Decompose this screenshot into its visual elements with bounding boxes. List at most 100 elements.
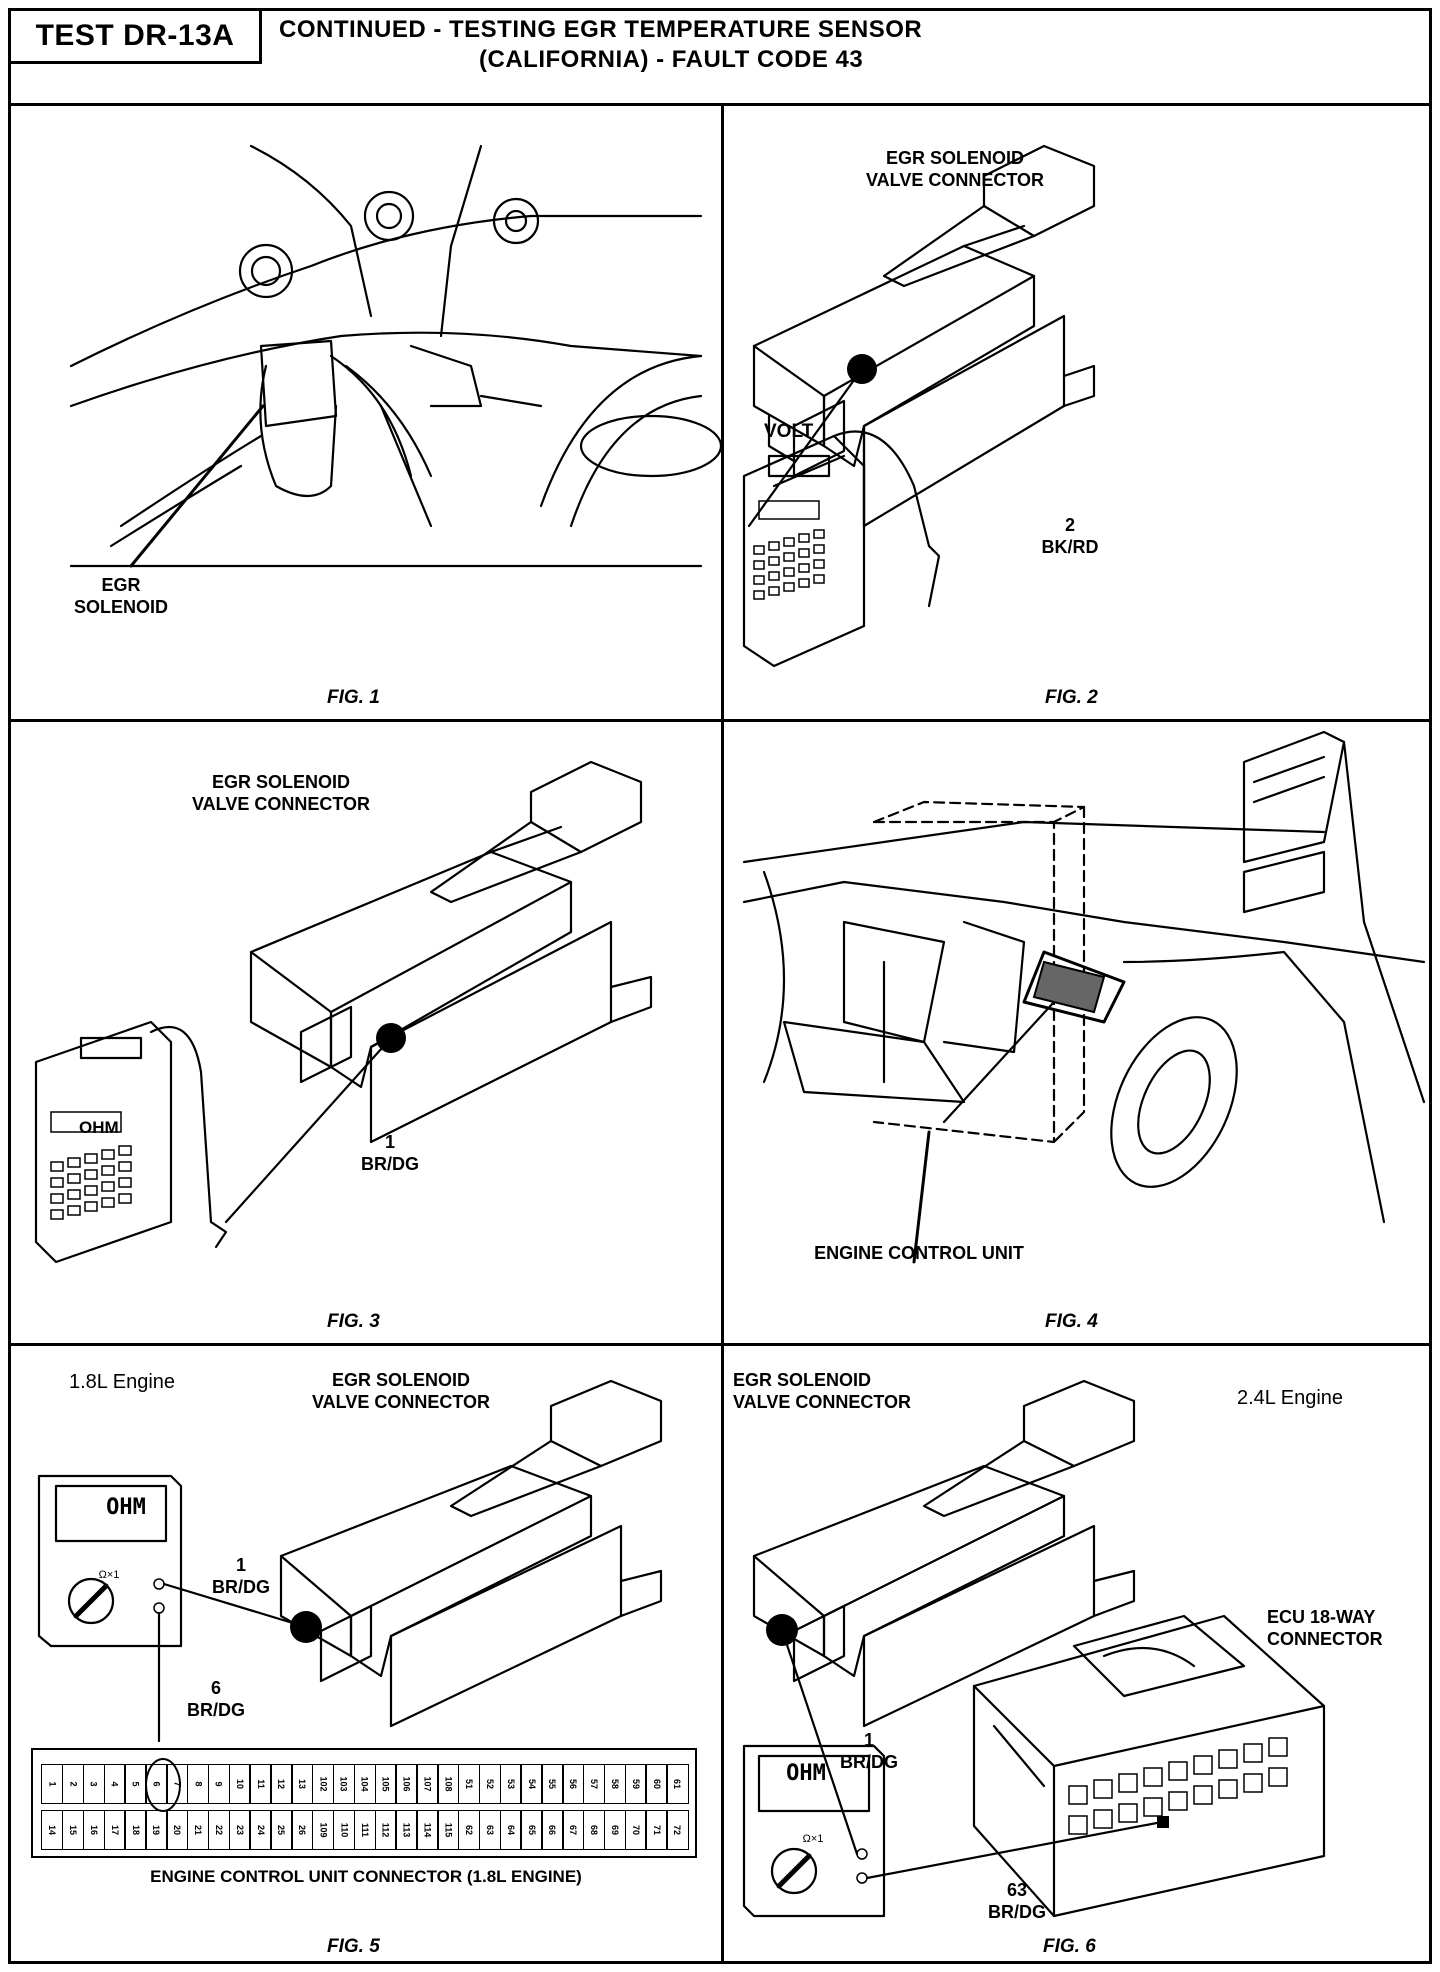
- fig1-label-line1: EGR: [101, 575, 141, 595]
- fig1-caption: FIG. 1: [327, 687, 380, 708]
- fig6-meter-mode: OHM: [786, 1761, 826, 1786]
- ecu-pin-number: 55: [547, 1778, 558, 1790]
- ecu-pin-cell: 2: [61, 1764, 85, 1804]
- fig2-connector-label: EGR SOLENOID VALVE CONNECTOR: [835, 147, 1075, 191]
- ecu-pin-number: 68: [589, 1824, 600, 1836]
- ecu-pin-number: 72: [672, 1824, 683, 1836]
- ecu-pin-number: 52: [484, 1778, 495, 1790]
- fig2-connector-line2: VALVE CONNECTOR: [865, 170, 1044, 190]
- fig6-wire-a-color: BR/DG: [840, 1752, 898, 1772]
- fig5-engine: 1.8L Engine: [69, 1371, 176, 1393]
- ecu-pin-cell: 13: [291, 1764, 314, 1804]
- ecu-pin-cell: 108: [437, 1764, 460, 1804]
- fig5-wire-b-color: BR/DG: [187, 1700, 245, 1720]
- ecu-pin-cell: 14: [41, 1810, 64, 1850]
- fig6-connector-line1: EGR SOLENOID: [733, 1370, 872, 1390]
- fig2-connector-line1: EGR SOLENOID: [885, 148, 1024, 168]
- ecu-pin-cell: 104: [353, 1764, 376, 1804]
- ecu-pin-number: 58: [609, 1778, 620, 1790]
- fig6-ecu-label: ECU 18-WAY CONNECTOR: [1267, 1606, 1427, 1650]
- page-title: CONTINUED - TESTING EGR TEMPERATURE SENS…: [279, 15, 1379, 75]
- ecu-pin-cell: 22: [207, 1810, 231, 1850]
- ecu-pin-cell: 53: [499, 1764, 522, 1804]
- ecu-pin-number: 19: [151, 1824, 162, 1836]
- ecu-pin-number: 104: [359, 1776, 370, 1792]
- ecu-pin-number: 53: [505, 1778, 516, 1790]
- ecu-pin-cell: 23: [228, 1810, 251, 1850]
- ecu-pin-number: 13: [297, 1778, 308, 1790]
- ecu-pin-cell: 71: [645, 1810, 668, 1850]
- fig3-connector-line1: EGR SOLENOID: [211, 772, 350, 792]
- ecu-pin-cell: 58: [603, 1764, 627, 1804]
- fig5-ecu-label: ENGINE CONTROL UNIT CONNECTOR (1.8L ENGI…: [150, 1867, 582, 1886]
- ecu-pin-cell: 19: [145, 1810, 168, 1850]
- ecu-pin-cell: 12: [270, 1764, 293, 1804]
- ecu-pin-cell: 70: [624, 1810, 647, 1850]
- ecu-pin-cell: 114: [416, 1810, 439, 1850]
- fig2-pin-number: 2: [1064, 515, 1075, 535]
- ecu-pin-number: 56: [568, 1778, 579, 1790]
- ecu-pin-number: 107: [422, 1776, 433, 1792]
- ecu-pin-number: 5: [130, 1781, 141, 1787]
- fig6-pin-a-number: 1: [863, 1730, 874, 1750]
- ecu-pin-number: 2: [68, 1781, 79, 1787]
- ecu-pin-cell: 105: [374, 1764, 397, 1804]
- ecu-pin-number: 59: [630, 1778, 641, 1790]
- ecu-pin-number: 67: [568, 1824, 579, 1836]
- fig2-meter-mode: VOLT: [764, 421, 814, 442]
- fig1-label: EGR SOLENOID: [71, 574, 171, 618]
- fig5-pin-a-number: 1: [235, 1555, 246, 1575]
- ecu-pin-cell: 66: [541, 1810, 564, 1850]
- ecu-pin-number: 103: [338, 1776, 349, 1792]
- fig3-connector-label: EGR SOLENOID VALVE CONNECTOR: [161, 771, 401, 815]
- ecu-pin-number: 25: [276, 1824, 287, 1836]
- ecu-pin-cell: 61: [666, 1764, 689, 1804]
- fig6-caption: FIG. 6: [1043, 1936, 1096, 1957]
- ecu-pin-number: 18: [130, 1824, 141, 1836]
- fig3-pin: 1 BR/DG: [355, 1131, 425, 1175]
- ecu-pin-cell: 25: [270, 1810, 293, 1850]
- ecu-pin-number: 23: [234, 1824, 245, 1836]
- ecu-pin-cell: 8: [186, 1764, 210, 1804]
- ecu-pin-cell: 112: [374, 1810, 397, 1850]
- ecu-pin-cell: 111: [353, 1810, 376, 1850]
- ecu-pin-number: 65: [526, 1824, 537, 1836]
- ecu-pin-number: 54: [526, 1778, 537, 1790]
- ecu-pin-number: 21: [193, 1824, 204, 1836]
- fig2-pin: 2 BK/RD: [1035, 514, 1105, 558]
- ecu-pin-cell: 69: [603, 1810, 627, 1850]
- ecu-pin-number: 111: [359, 1822, 370, 1838]
- ecu-pin-cell: 56: [562, 1764, 585, 1804]
- ecu-pin-number: 22: [213, 1824, 224, 1836]
- test-id: TEST DR-13A: [11, 11, 262, 64]
- fig1-label-line2: SOLENOID: [73, 597, 168, 617]
- ecu-pin-number: 3: [88, 1781, 99, 1787]
- ecu-pin-number: 26: [297, 1824, 308, 1836]
- fig6-connector-line2: VALVE CONNECTOR: [733, 1392, 912, 1412]
- ecu-pin-cell: 21: [186, 1810, 210, 1850]
- ecu-pin-number: 51: [464, 1778, 475, 1790]
- ecu-pin-cell: 110: [332, 1810, 356, 1850]
- ecu-pin-cell: 57: [582, 1764, 606, 1804]
- egr-solenoid-illustration: [69, 144, 723, 568]
- fig2-caption: FIG. 2: [1045, 687, 1098, 708]
- ecu-pin-number: 12: [276, 1778, 287, 1790]
- ecu-pin-cell: 15: [61, 1810, 85, 1850]
- fig3-meter-mode: OHM: [79, 1118, 119, 1137]
- ecu-pin-cell: 54: [520, 1764, 543, 1804]
- ecu-pin-cell: 5: [124, 1764, 147, 1804]
- fig5-pin-a: 1 BR/DG: [201, 1554, 281, 1598]
- ecu-pin-number: 9: [213, 1781, 224, 1787]
- fig6-pin-b: 63 BR/DG: [977, 1879, 1057, 1923]
- ecu-pin-number: 115: [443, 1822, 454, 1838]
- ecu-pin-cell: 18: [124, 1810, 147, 1850]
- ecu-pin-cell: 9: [207, 1764, 231, 1804]
- ecu-pin-number: 1: [47, 1781, 58, 1787]
- ecu-pin-number: 66: [547, 1824, 558, 1836]
- ecu-pin-number: 113: [401, 1822, 412, 1838]
- ecu-pin-number: 69: [609, 1824, 620, 1836]
- ecu-pin-number: 20: [172, 1824, 183, 1836]
- ecu-pin-number: 105: [380, 1776, 391, 1792]
